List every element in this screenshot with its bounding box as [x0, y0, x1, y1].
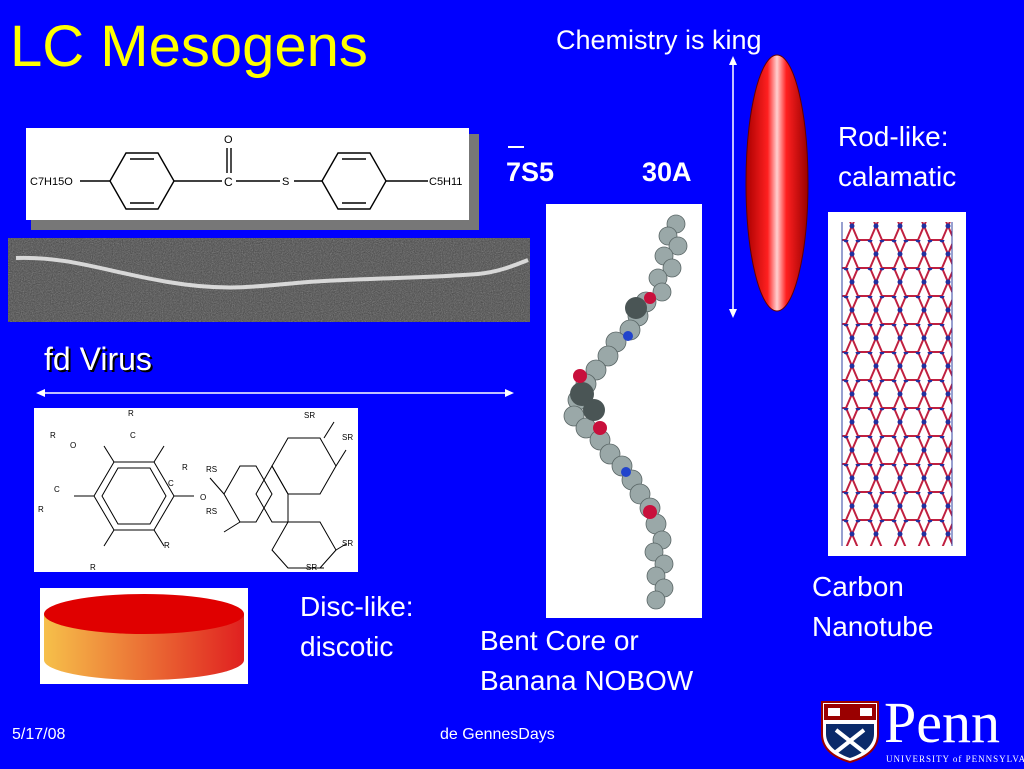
disc-label-line2: discotic: [300, 631, 394, 662]
ester-o-left: O: [70, 441, 76, 450]
penn-shield-icon: [820, 700, 880, 764]
sulfur-atom: S: [282, 176, 289, 188]
rod-ellipsoid-illustration: [745, 54, 809, 312]
chemistry-caption: Chemistry is king: [556, 25, 762, 55]
overline-mark: [508, 146, 524, 148]
molecule-panel: C7H15O O C S C5H11: [26, 128, 469, 220]
ester-c-lower-left: C: [54, 485, 60, 494]
left-alkoxy-group: C7H15O: [30, 176, 73, 188]
footer-event: de GennesDays: [440, 726, 555, 743]
ester-o-right: O: [200, 493, 206, 502]
ester-r-lower-right: R: [164, 541, 170, 550]
vertical-double-arrow: [729, 56, 737, 318]
thio-rs-left: RS: [206, 465, 217, 474]
carbon-nanotube-model: [841, 222, 953, 546]
penn-logo-subtext: UNIVERSITY of PENNSYLVANIA: [886, 754, 1024, 764]
calamitic-molecule-diagram: C7H15O O C S C5H11: [30, 134, 462, 210]
bent-core-molecule-model: [563, 214, 688, 610]
carbonyl-oxygen: O: [224, 134, 233, 146]
ester-c-top: C: [130, 431, 136, 440]
thio-sr-top: SR: [304, 411, 315, 420]
footer-date: 5/17/08: [12, 726, 66, 743]
ester-r-right: R: [182, 463, 188, 472]
nanotube-label-line2: Nanotube: [812, 611, 934, 642]
bent-label-line1: Bent Core or: [480, 625, 639, 656]
ester-r-left: R: [50, 431, 56, 440]
nanotube-label-line1: Carbon: [812, 571, 904, 602]
thio-sr-bottom: SR: [306, 563, 317, 572]
ester-r-top: R: [128, 409, 134, 418]
rod-label-line1: Rod-like:: [838, 121, 949, 152]
virus-micrograph: [8, 238, 530, 322]
rod-label-line2: calamatic: [838, 161, 957, 192]
discotic-molecules-diagram: R C R O R C R C R R O SR SR RS RS SR SR: [38, 409, 353, 572]
thio-rs-lower-left: RS: [206, 507, 217, 516]
carbonyl-carbon: C: [224, 175, 233, 189]
thio-sr-top-right: SR: [342, 433, 353, 442]
length-double-arrow: [36, 389, 514, 397]
disc-label-line1: Disc-like:: [300, 591, 414, 622]
discotic-structures-panel: R C R O R C R C R R O SR SR RS RS SR SR: [34, 408, 358, 572]
disc-image-panel: [40, 588, 248, 684]
bent-label-line2: Banana NOBOW: [480, 665, 694, 696]
ester-r-lower-left: R: [38, 505, 44, 514]
ester-c-right: C: [168, 479, 174, 488]
ester-r-bottom: R: [90, 563, 96, 572]
bent-core-panel: [546, 204, 702, 618]
slide-title: LC Mesogens: [10, 14, 368, 79]
sample-length: 30A: [642, 157, 692, 187]
virus-label: fd Virus: [44, 341, 152, 377]
disc-cylinder-illustration: [44, 594, 244, 680]
nanotube-panel: [828, 212, 966, 556]
penn-logo-text: Penn: [884, 690, 1000, 755]
right-alkyl-group: C5H11: [429, 176, 462, 188]
thio-sr-lower-right: SR: [342, 539, 353, 548]
sample-name: 7S5: [506, 157, 555, 187]
